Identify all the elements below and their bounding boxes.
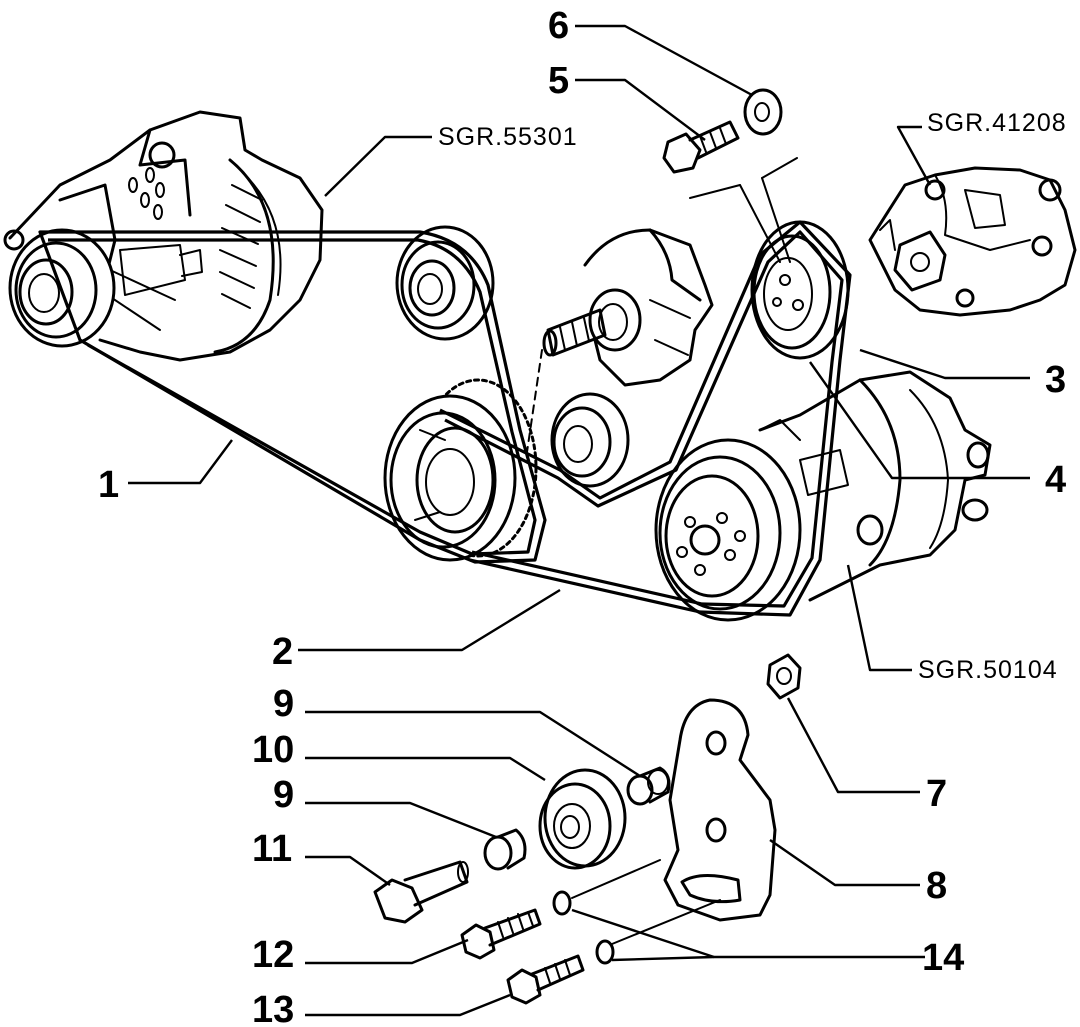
callout-5: 5	[548, 60, 569, 102]
spacer-9-lower	[483, 828, 527, 871]
callout-13: 13	[252, 989, 294, 1027]
callout-1: 1	[98, 464, 119, 506]
callout-14: 14	[922, 937, 964, 979]
leader-lines	[128, 24, 1030, 1017]
callout-2: 2	[272, 631, 293, 673]
idler-pulley-10	[538, 768, 627, 870]
callout-8: 8	[926, 865, 947, 907]
bolt-11	[373, 860, 469, 924]
callout-9-lower: 9	[273, 774, 294, 816]
bolt-12	[460, 908, 542, 960]
callout-9-upper: 9	[273, 683, 294, 725]
callout-3: 3	[1045, 359, 1066, 401]
callout-10: 10	[252, 729, 294, 771]
ac-compressor	[758, 370, 992, 602]
callout-7: 7	[926, 773, 947, 815]
bracket-8	[663, 698, 777, 922]
callout-11: 11	[252, 828, 292, 870]
ref-alternator: SGR.55301	[438, 123, 578, 151]
ac-compressor-pulley	[654, 438, 802, 622]
belt-1	[38, 230, 547, 564]
bolt-13	[506, 954, 585, 1005]
nut-7	[766, 653, 802, 700]
tensioner-assembly	[526, 228, 714, 453]
bolt-5	[662, 120, 740, 174]
center-idler-pulley	[550, 392, 630, 488]
ref-power-steering-pump: SGR.41208	[927, 109, 1067, 137]
crankshaft-pulley	[383, 378, 538, 562]
callout-6: 6	[548, 5, 569, 47]
ref-ac-compressor: SGR.50104	[918, 656, 1058, 684]
washer-6	[743, 88, 783, 136]
callout-12: 12	[252, 934, 294, 976]
power-steering-pump	[868, 166, 1077, 317]
upper-idler-pulley	[395, 225, 495, 341]
callout-4: 4	[1045, 459, 1066, 501]
washers-14	[552, 859, 721, 965]
belt-2	[439, 220, 852, 617]
